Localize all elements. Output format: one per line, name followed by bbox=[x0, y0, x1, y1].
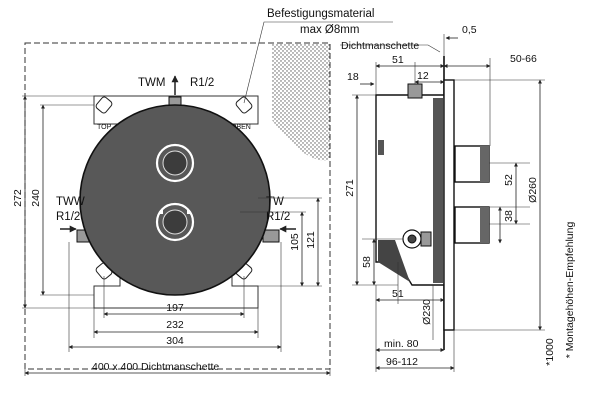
dim-96-112: 96-112 bbox=[386, 356, 418, 368]
lower-valve-mark-left bbox=[160, 210, 163, 214]
side-fitting-stub bbox=[420, 231, 432, 247]
dim-105: 105 bbox=[289, 233, 301, 251]
dim-18: 18 bbox=[347, 71, 359, 83]
upper-valve-core bbox=[162, 150, 188, 176]
dim-230: Ø230 bbox=[421, 299, 433, 325]
lower-valve-core bbox=[162, 209, 188, 235]
tww-label: TWW bbox=[56, 196, 85, 208]
plaster-texture bbox=[272, 44, 330, 161]
lower-knob-shade bbox=[480, 207, 489, 243]
dim-51-top: 51 bbox=[392, 54, 404, 66]
dim-58: 58 bbox=[361, 256, 373, 268]
dim-240: 240 bbox=[30, 189, 42, 207]
dim-50-66: 50-66 bbox=[510, 53, 537, 65]
side-view: 0,5 Dichtmanschette 51 12 18 50-66 271 5… bbox=[340, 24, 545, 372]
valve-body-shading bbox=[433, 98, 443, 283]
collar-size-label: 400 x 400 Dichtmanschette bbox=[92, 361, 219, 373]
tw-thread-label: R1/2 bbox=[266, 211, 290, 223]
mounting-size-label: max Ø8mm bbox=[300, 24, 359, 36]
dim-272: 272 bbox=[12, 189, 24, 207]
mounting-slot-top-left bbox=[95, 96, 113, 114]
upper-valve-ring bbox=[155, 143, 195, 183]
dim-38: 38 bbox=[503, 210, 515, 222]
tww-thread-label: R1/2 bbox=[56, 211, 80, 223]
dim-304: 304 bbox=[166, 335, 184, 347]
twm-label: TWM bbox=[138, 77, 165, 89]
lower-valve-ring bbox=[155, 202, 195, 242]
upper-knob-shade bbox=[480, 146, 489, 182]
dim-271: 271 bbox=[344, 179, 356, 197]
dim-121: 121 bbox=[305, 231, 317, 249]
valve-body-inner-shading bbox=[378, 240, 410, 282]
note-1000: *1000 bbox=[544, 338, 556, 366]
mounting-material-leader bbox=[243, 21, 393, 104]
dim-232: 232 bbox=[166, 319, 184, 331]
note-mounting-height: * Montagehöhen-Empfehlung bbox=[564, 222, 576, 359]
sealing-collar-leader bbox=[340, 44, 441, 53]
valve-body-slot bbox=[378, 140, 384, 155]
dim-52: 52 bbox=[503, 174, 515, 186]
dim-197: 197 bbox=[166, 302, 184, 314]
frame-label-top: TOP bbox=[97, 124, 112, 131]
lower-valve-mark-right bbox=[187, 210, 190, 214]
side-top-port bbox=[407, 83, 423, 99]
dim-260: Ø260 bbox=[527, 177, 539, 203]
dim-51-bottom: 51 bbox=[392, 288, 404, 300]
port-stub-right bbox=[262, 229, 280, 243]
side-fitting-inner bbox=[407, 234, 417, 244]
mounting-material-label: Befestigungsmaterial bbox=[267, 8, 374, 20]
tw-label: TW bbox=[266, 196, 284, 208]
frame-label-oben: OBEN bbox=[231, 124, 251, 131]
dim-12: 12 bbox=[417, 70, 429, 82]
dim-0-5: 0,5 bbox=[462, 24, 477, 36]
front-view: TOP OBEN TWM R1/2 TWW R1/2 TW R1/2 Befes… bbox=[12, 8, 393, 376]
valve-body-circle bbox=[79, 104, 271, 296]
twm-thread-label: R1/2 bbox=[190, 77, 214, 89]
sealing-collar-label: Dichtmanschette bbox=[341, 40, 419, 52]
cover-plate bbox=[443, 79, 455, 331]
mounting-slot-top-right bbox=[235, 96, 253, 114]
dim-min-80: min. 80 bbox=[384, 338, 419, 350]
